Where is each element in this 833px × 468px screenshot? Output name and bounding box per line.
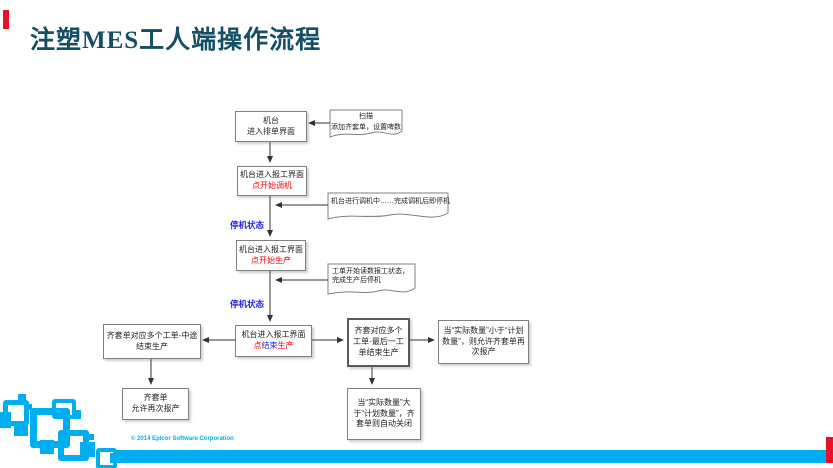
box-text: 机台进入报工界面: [241, 330, 306, 340]
box-text: 齐套单对应多个工单-中途: [106, 330, 198, 340]
document-shape-tuning: [327, 192, 449, 220]
red-accent-bottom-right: [826, 437, 833, 463]
box-text: 进入排单界面: [247, 126, 295, 136]
flow-box-multi-wo-mid: 齐套单对应多个工单-中途 结束生产: [103, 324, 201, 359]
red-accent-top-left: [3, 10, 9, 29]
flow-box-allow-report-again: 齐套单 允许再次报产: [122, 388, 189, 420]
bottom-brand-bar: [113, 450, 826, 463]
document-shape-reading: [327, 263, 416, 295]
box-text: 机台进入报工界面: [240, 170, 304, 180]
flow-box-multi-wo-last: 齐套对应多个工单-最后一工单结束生产: [347, 318, 410, 367]
box-text-red: 点: [253, 341, 262, 350]
box-text-red: 点开始生产: [251, 255, 291, 265]
state-label-stopped-2: 停机状态: [230, 299, 265, 309]
box-text: 结束生产: [136, 341, 168, 351]
document-tuning-text: 机台进行调机中……完成调机后即停机: [331, 198, 450, 205]
box-text-red: 生产: [277, 341, 294, 350]
box-text-blue: 结束: [261, 341, 278, 350]
box-text: 机台: [263, 115, 279, 125]
box-text: 齐套对应多个工单-最后一工单结束生产: [353, 326, 404, 357]
box-text-red: 点开始调机: [252, 181, 292, 190]
flow-box-start-tuning: 机台进入报工界面 点开始调机: [237, 166, 307, 196]
box-text: 机台进入报工界面: [239, 244, 303, 254]
flow-box-qty-less: 当“实际数量”小于“计划数量”，则允许齐套单再次报产: [438, 320, 529, 364]
box-text: 齐套单: [143, 393, 168, 403]
page-title: 注塑MES工人端操作流程: [30, 27, 322, 54]
box-text: 当“实际数量”小于“计划数量”，则允许齐套单再次报产: [442, 325, 525, 357]
document-shape-scan: [329, 109, 403, 138]
flow-box-qty-more: 当“实际数量”大于“计划数量”，齐套单则自动关闭: [347, 388, 421, 440]
state-label-stopped-1: 停机状态: [230, 220, 265, 230]
document-scan-text: 扫描 添加齐套单，设置啤数: [331, 113, 401, 131]
flow-box-enter-schedule: 机台 进入排单界面: [235, 111, 307, 142]
flow-box-end-production: 机台进入报工界面 点结束生产: [235, 325, 312, 357]
box-text: 当“实际数量”大于“计划数量”，齐套单则自动关闭: [353, 397, 415, 429]
flow-box-start-production: 机台进入报工界面 点开始生产: [236, 240, 306, 271]
box-text: 允许再次报产: [131, 404, 180, 413]
document-reading-text: 工单开始读数报工状态，完成生产后停机: [332, 268, 409, 285]
box-text-mixed: 点结束生产: [254, 341, 294, 352]
copyright-text: © 2014 Epicor Software Corporation: [131, 436, 234, 442]
